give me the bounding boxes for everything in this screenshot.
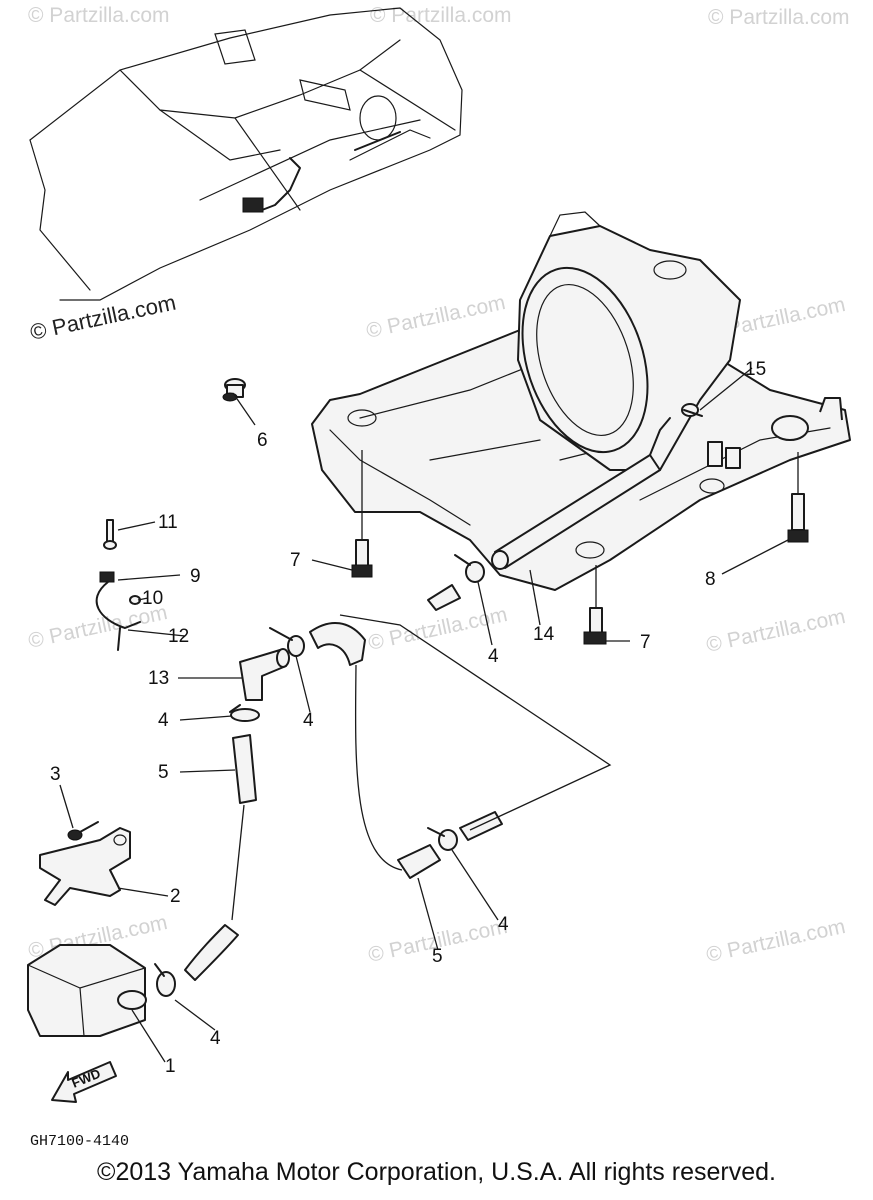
part-6-plug [222, 378, 246, 402]
callout-15: 15 [745, 359, 766, 380]
callout-4b: 4 [158, 710, 169, 731]
part-2-bracket [39, 821, 131, 906]
part-13-elbow [239, 648, 290, 701]
callout-7a: 7 [290, 550, 301, 571]
jet-pump-housing [311, 211, 851, 591]
callout-1: 1 [165, 1056, 176, 1077]
watermark: © Partzilla.com [28, 4, 170, 27]
callout-4a: 4 [488, 646, 499, 667]
bolts [351, 450, 809, 645]
callout-13: 13 [148, 668, 169, 689]
part-15-clamp [681, 403, 703, 417]
callout-5b: 5 [432, 946, 443, 967]
watermark: © Partzilla.com [364, 291, 507, 343]
callout-4e: 4 [498, 914, 509, 935]
watermark: © Partzilla.com [708, 6, 850, 29]
diagram-code: GH7100-4140 [30, 1133, 129, 1150]
callout-3: 3 [50, 764, 61, 785]
cable-tie-assembly [95, 519, 141, 651]
fwd-arrow: FWD [51, 1061, 117, 1103]
hull-overview [29, 7, 463, 301]
copyright-notice: ©2013 Yamaha Motor Corporation, U.S.A. A… [97, 1158, 776, 1186]
callouts: 6 15 7 7 8 14 4 11 9 10 12 13 4 4 5 3 2 … [50, 359, 766, 1077]
callout-8: 8 [705, 569, 716, 590]
leader-lines [59, 367, 789, 1063]
callout-14: 14 [533, 624, 555, 645]
callout-4d: 4 [210, 1028, 221, 1049]
callout-5a: 5 [158, 762, 169, 783]
callout-9: 9 [190, 566, 201, 587]
watermark: © Partzilla.com [704, 915, 847, 967]
callout-2: 2 [170, 886, 181, 907]
callout-4c: 4 [303, 710, 314, 731]
callout-12: 12 [168, 626, 189, 647]
watermark: © Partzilla.com [370, 4, 512, 27]
watermark: © Partzilla.com [704, 605, 847, 657]
part-1-tank [27, 944, 147, 1037]
callout-10: 10 [142, 588, 163, 609]
hose-routing [154, 554, 612, 997]
callout-6: 6 [257, 430, 268, 451]
callout-7b: 7 [640, 632, 651, 653]
callout-11: 11 [158, 512, 178, 533]
